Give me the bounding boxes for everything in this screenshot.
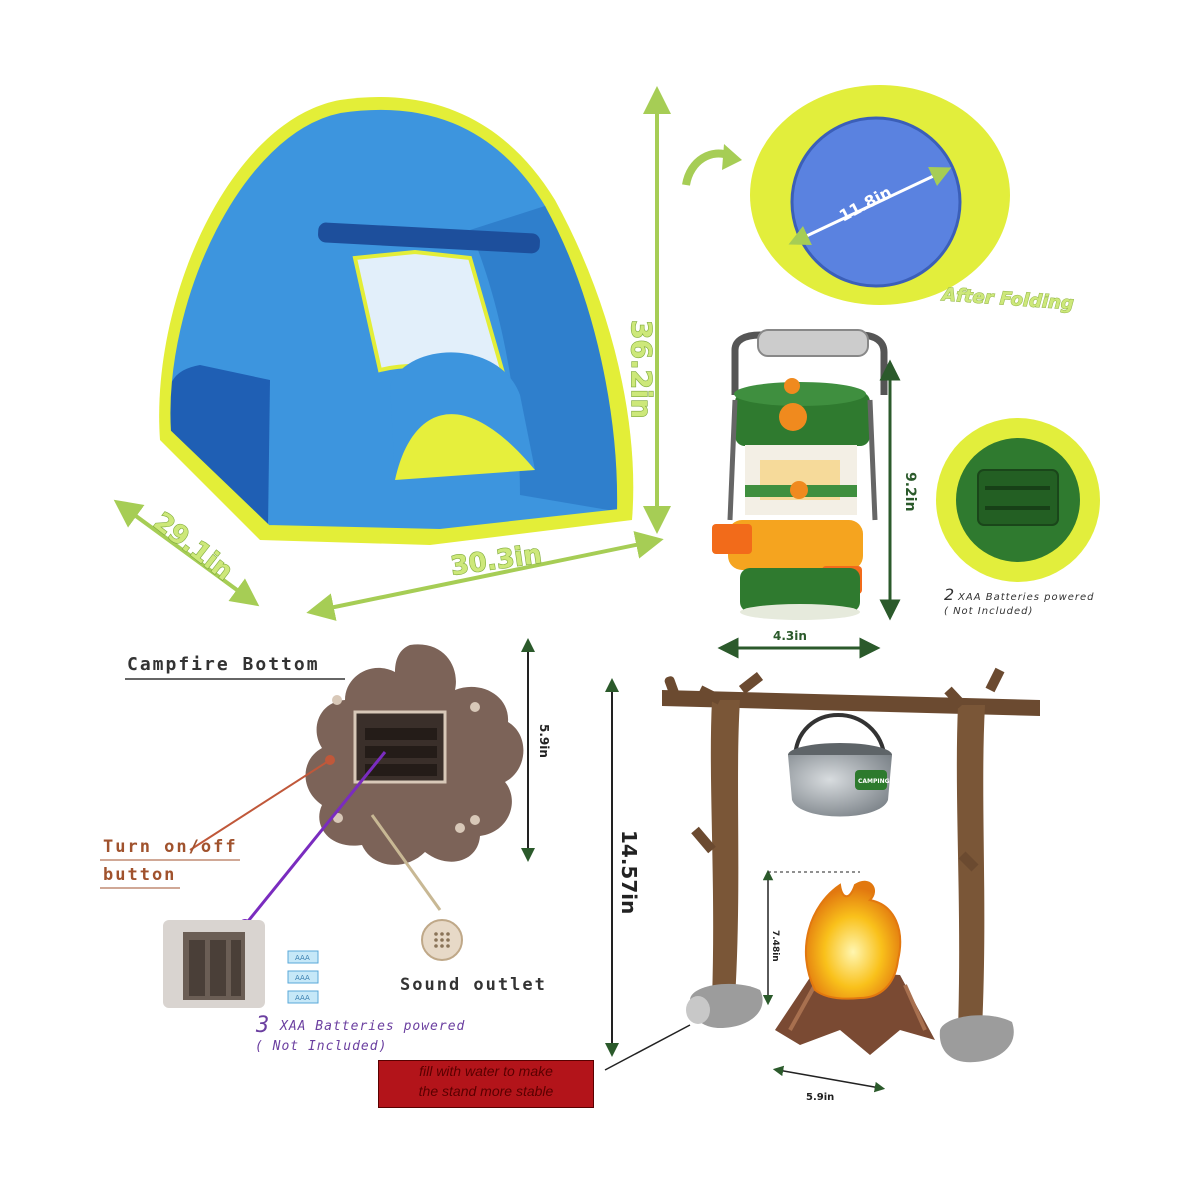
water-warning-banner: fill with water to make the stand more s… [378,1060,594,1108]
campfire-battery-text: XAA Batteries powered [279,1019,465,1034]
warning-line-1: fill with water to make [419,1063,553,1079]
campfire-battery-count: 3 [255,1013,270,1038]
switch-label-line2: button [103,865,176,885]
folded-tent-illustration [750,85,1010,305]
tent-width-label: 30.3in [449,539,544,581]
warning-callout-line [604,1024,691,1071]
switch-callout-line [189,759,331,851]
lantern-battery-count: 2 [944,585,955,604]
fire-height-label: 7.48in [770,930,780,962]
fire-width-label: 5.9in [806,1092,834,1103]
switch-label-line1: Turn on/off [103,837,238,857]
aaa-label-1: AAA [295,954,310,962]
lantern-height-label: 9.2in [902,472,918,512]
lantern-illustration [712,329,888,620]
lantern-battery-text: XAA Batteries powered [957,592,1095,603]
lantern-battery-note: ( Not Included) [944,606,1033,617]
sound-outlet-label: Sound outlet [400,975,547,995]
aaa-battery-icons: AAA AAA AAA [287,950,319,1004]
cooking-stand-illustration: CAMPING [662,667,1040,1063]
switch-callout-dot [325,755,335,765]
sound-callout-line [370,814,442,911]
speaker-grille-icon [421,919,463,961]
lantern-width-label: 4.3in [773,629,807,643]
campfire-bottom-illustration [305,644,524,865]
campfire-bottom-height-label: 5.9in [537,724,551,758]
battery-callout-line [243,751,387,926]
stand-height-label: 14.57in [617,830,641,914]
warning-line-2: the stand more stable [418,1083,554,1099]
tent-illustration [159,96,634,545]
after-folding-caption: After Folding [939,284,1074,314]
tent-height-label: 36.2in [625,320,658,419]
lantern-dimension-lines [717,359,901,659]
campfire-battery-note: ( Not Included) [255,1039,387,1054]
lantern-battery-detail [936,418,1100,582]
pot-logo-label: CAMPING [858,778,890,785]
campfire-bottom-title: Campfire Bottom [127,654,320,675]
tent-dimension-lines [113,86,671,621]
tent-depth-label: 29.1in [148,507,239,587]
aaa-label-3: AAA [295,994,310,1002]
curved-arrow-icon [682,144,742,186]
aaa-label-2: AAA [295,974,310,982]
battery-compartment-detail [163,920,265,1008]
fire-dimension-lines [762,869,886,1093]
